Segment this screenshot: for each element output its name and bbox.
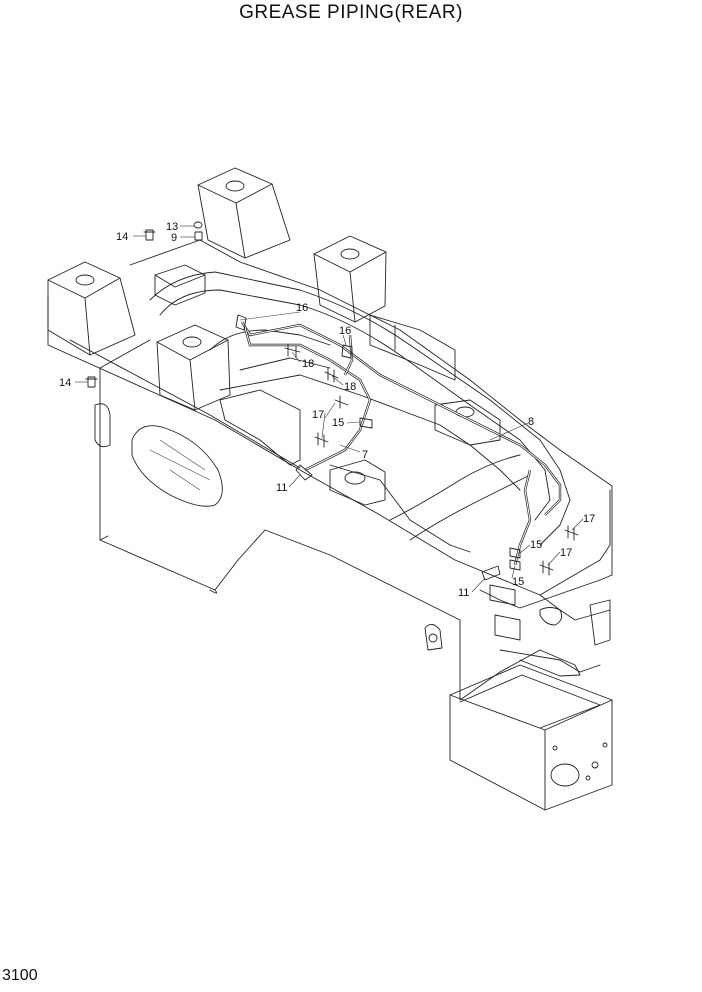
fittings-11-icon — [295, 464, 501, 581]
fittings-17-icon — [314, 432, 579, 576]
callout-11-right: 11 — [458, 587, 469, 599]
callout-14-left: 14 — [59, 377, 71, 389]
clamps-15-icon — [359, 417, 521, 571]
grease-pipes — [240, 321, 562, 566]
callout-8: 8 — [528, 416, 534, 428]
callout-14-top: 14 — [116, 231, 128, 243]
grease-nipple-14-top-icon — [143, 229, 156, 241]
callout-17-left: 17 — [312, 409, 324, 421]
fittings-18-icon — [284, 343, 349, 409]
page-number: 3100 — [2, 967, 38, 984]
callout-18-lower: 18 — [344, 381, 356, 393]
callout-9: 9 — [171, 232, 177, 244]
hose-16-icon — [235, 314, 353, 359]
callout-7: 7 — [362, 449, 368, 461]
callout-15-right-lower: 15 — [512, 576, 524, 588]
grease-nipple-13-icon — [193, 221, 203, 229]
callout-16-right: 16 — [339, 325, 351, 337]
callout-13: 13 — [166, 221, 178, 233]
callout-11-left: 11 — [276, 482, 287, 494]
callout-16-left: 16 — [296, 302, 308, 314]
callout-15-right-upper: 15 — [530, 539, 542, 551]
fittings — [85, 221, 579, 581]
grease-nipple-9-icon — [194, 231, 203, 241]
leader-lines — [75, 225, 584, 593]
callout-numbers: 14 13 9 14 16 16 18 18 17 15 7 8 11 17 1… — [59, 221, 595, 599]
callout-18-upper: 18 — [302, 358, 314, 370]
diagram-title: GREASE PIPING(REAR) — [239, 2, 463, 23]
mount-pads — [47, 167, 521, 641]
callout-17-right-upper: 17 — [583, 513, 595, 525]
callout-15-left: 15 — [332, 417, 344, 429]
callout-17-right-lower: 17 — [560, 547, 572, 559]
